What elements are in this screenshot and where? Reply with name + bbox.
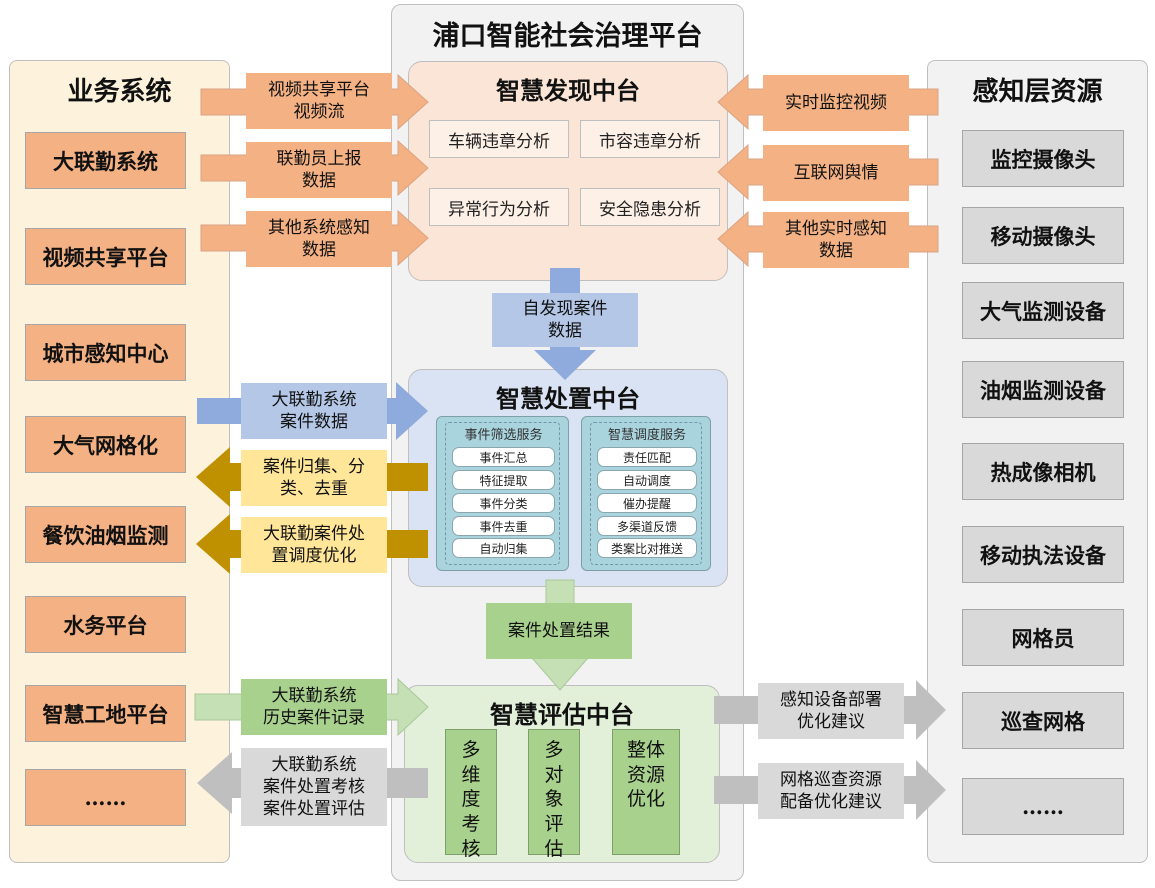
eval-multi-object: 多对象评估 xyxy=(528,729,580,860)
svc-reminder: 催办提醒 xyxy=(597,493,697,513)
label-liaison-report: 联勤员上报数据 xyxy=(246,142,392,198)
resource-patrol-grid: 巡查网格 xyxy=(962,692,1124,749)
discovery-hub xyxy=(408,61,728,281)
screening-service-title: 事件筛选服务 xyxy=(464,427,543,443)
system-smart-site: 智慧工地平台 xyxy=(25,685,186,742)
svc-auto-collect: 自动归集 xyxy=(452,538,555,558)
analysis-city-appearance: 市容违章分析 xyxy=(580,120,720,158)
resource-fume-monitor: 油烟监测设备 xyxy=(962,361,1124,418)
label-sensor-deploy: 感知设备部署优化建议 xyxy=(758,683,904,739)
system-video-sharing: 视频共享平台 xyxy=(25,228,186,285)
svc-auto-dispatch: 自动调度 xyxy=(597,470,697,490)
system-more: …… xyxy=(25,769,186,826)
label-other-realtime: 其他实时感知数据 xyxy=(763,212,909,268)
resource-surveillance-camera: 监控摄像头 xyxy=(962,130,1124,187)
svc-multichannel-feedback: 多渠道反馈 xyxy=(597,516,697,536)
resource-mobile-enforcement: 移动执法设备 xyxy=(962,526,1124,583)
resource-air-monitor: 大气监测设备 xyxy=(962,282,1124,339)
svc-responsibility-match: 责任匹配 xyxy=(597,447,697,467)
eval-resource-optimization: 整体资源优化 xyxy=(612,729,680,855)
label-self-discovered: 自发现案件数据 xyxy=(492,293,638,347)
svc-similar-case-push: 类案比对推送 xyxy=(597,538,697,558)
analysis-safety-hazard: 安全隐患分析 xyxy=(580,188,720,226)
system-air-grid: 大气网格化 xyxy=(25,416,186,473)
platform-title: 浦口智能社会治理平台 xyxy=(432,20,703,52)
dispatch-service-title: 智慧调度服务 xyxy=(607,427,686,443)
system-catering-fume: 餐饮油烟监测 xyxy=(25,506,186,563)
resource-mobile-camera: 移动摄像头 xyxy=(962,207,1124,264)
perception-resources-title: 感知层资源 xyxy=(972,76,1103,107)
analysis-vehicle-violation: 车辆违章分析 xyxy=(429,120,569,158)
system-city-perception: 城市感知中心 xyxy=(25,324,186,381)
label-internet-opinion: 互联网舆情 xyxy=(763,145,909,201)
system-daliangin: 大联勤系统 xyxy=(25,132,186,189)
analysis-abnormal-behavior: 异常行为分析 xyxy=(429,188,569,226)
resource-grid-officer: 网格员 xyxy=(962,609,1124,666)
label-dispatch-optimize: 大联勤案件处置调度优化 xyxy=(241,517,387,573)
label-assessment-out: 大联勤系统案件处置考核案件处置评估 xyxy=(241,748,387,826)
disposal-hub-title: 智慧处置中台 xyxy=(496,383,640,413)
evaluation-hub-title: 智慧评估中台 xyxy=(490,699,634,729)
business-systems-title: 业务系统 xyxy=(67,76,172,107)
label-case-data: 大联勤系统案件数据 xyxy=(241,383,387,439)
label-patrol-optimize: 网格巡查资源配备优化建议 xyxy=(758,763,904,819)
svc-event-dedup: 事件去重 xyxy=(452,516,555,536)
svc-feature-extraction: 特征提取 xyxy=(452,470,555,490)
eval-multi-dimension: 多维度考核 xyxy=(445,729,497,860)
svc-event-summary: 事件汇总 xyxy=(452,447,555,467)
system-water: 水务平台 xyxy=(25,596,186,653)
dispatch-service-panel: 智慧调度服务 责任匹配 自动调度 催办提醒 多渠道反馈 类案比对推送 xyxy=(581,416,711,571)
label-video-stream: 视频共享平台视频流 xyxy=(246,73,392,129)
label-realtime-video: 实时监控视频 xyxy=(763,75,909,131)
label-other-system-data: 其他系统感知数据 xyxy=(246,211,392,267)
resource-thermal-camera: 热成像相机 xyxy=(962,443,1124,500)
resource-more: …… xyxy=(962,778,1124,835)
label-case-grouping: 案件归集、分类、去重 xyxy=(241,450,387,506)
svc-event-classification: 事件分类 xyxy=(452,493,555,513)
label-disposal-result: 案件处置结果 xyxy=(486,603,632,659)
label-history-records: 大联勤系统历史案件记录 xyxy=(241,679,387,735)
discovery-hub-title: 智慧发现中台 xyxy=(496,75,640,105)
screening-service-panel: 事件筛选服务 事件汇总 特征提取 事件分类 事件去重 自动归集 xyxy=(436,416,569,571)
